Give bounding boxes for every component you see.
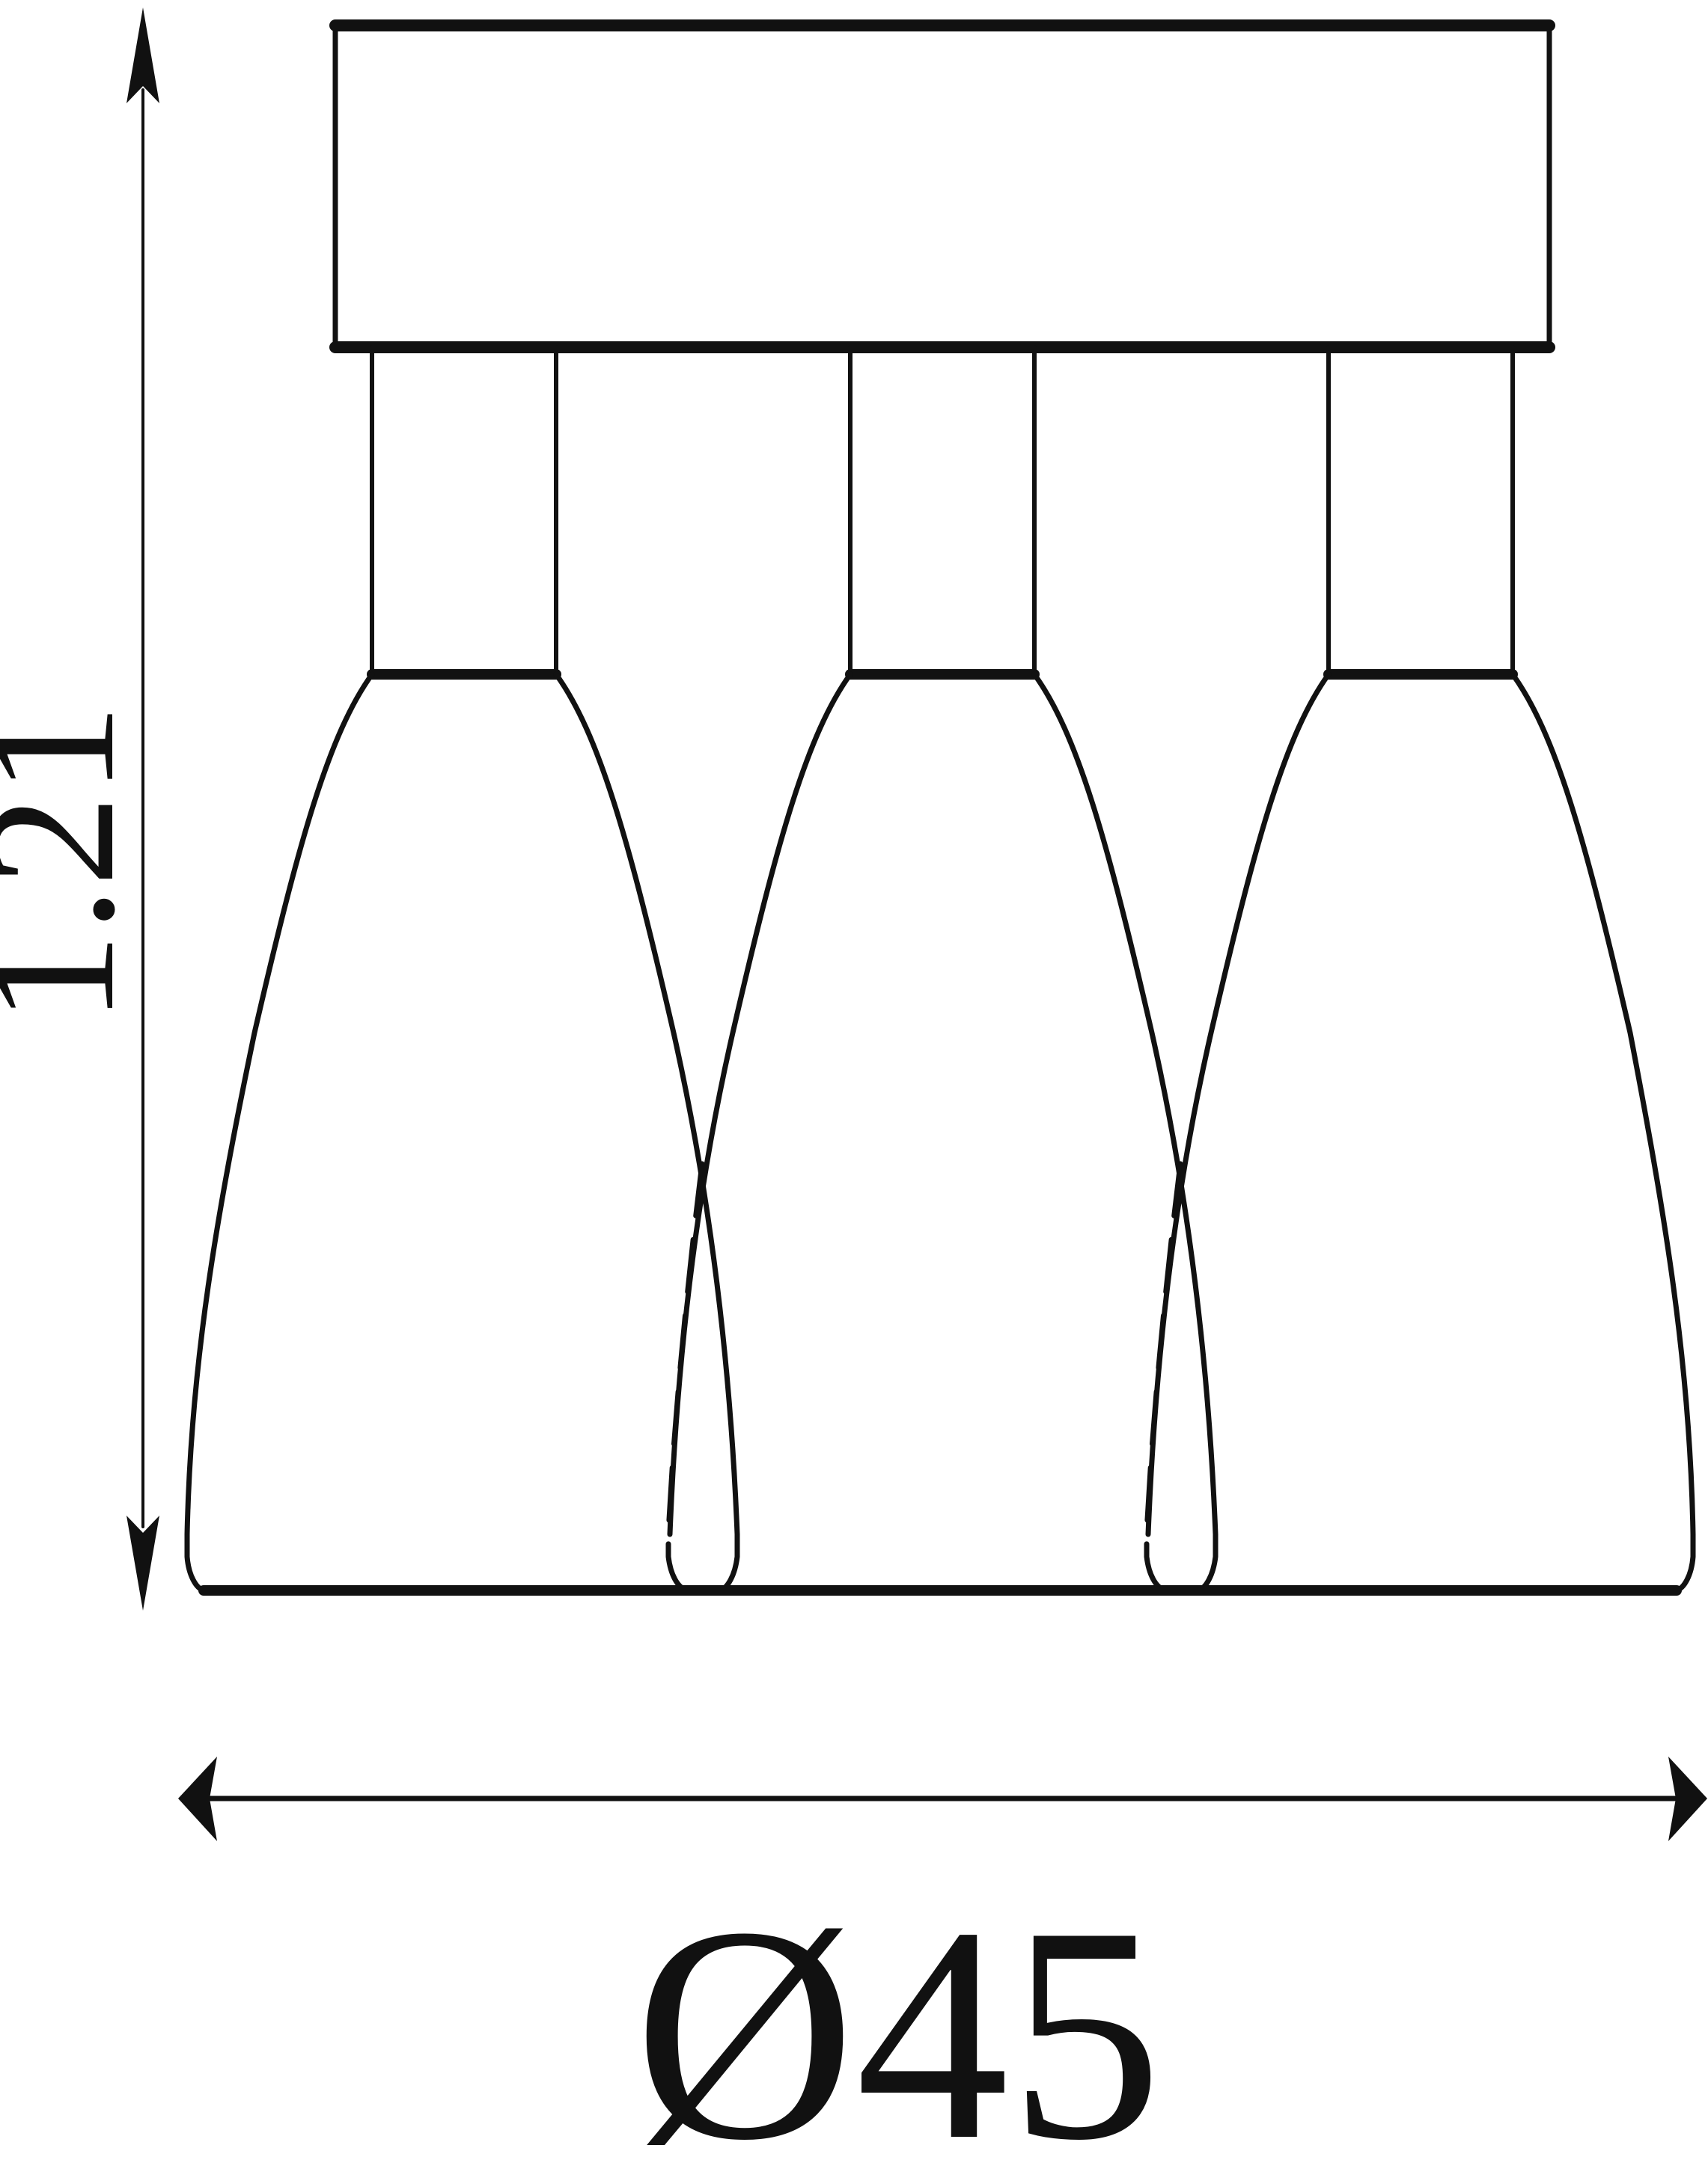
height-label: 1.21 [0,704,152,1025]
lamp-3-shade [1145,671,1696,1593]
lamp-3-neck [1323,345,1518,680]
lamp-2-shade [667,671,1219,1593]
lamp-1-neck [367,345,561,680]
height-dimension: 1.21 [0,7,159,1611]
height-arrow-bottom [126,1516,159,1611]
lamp-3 [1145,345,1696,1593]
width-arrow-right [1668,1757,1707,1841]
width-label: Ø45 [634,1864,1162,2157]
height-arrow-top [126,7,159,103]
lamp-1-shade [184,671,740,1593]
lamp-2 [667,345,1219,1593]
width-arrow-left [178,1757,217,1841]
width-dimension: Ø45 [178,1757,1707,2157]
lamp-2-neck [845,345,1040,680]
mounting-plate [329,19,1555,353]
lamp-1 [184,345,740,1593]
